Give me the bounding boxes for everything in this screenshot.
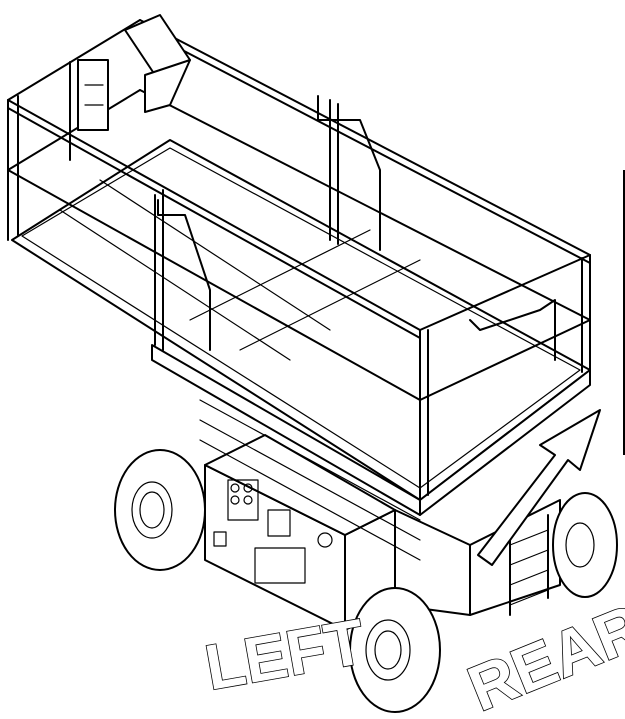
left-label: LEFT	[200, 605, 370, 704]
guardrail	[7, 19, 591, 501]
control-box	[77, 14, 191, 131]
wheel-rear-left	[349, 587, 441, 713]
wheel-front-left	[114, 449, 206, 571]
ladder	[509, 514, 549, 616]
arrow-up-right-icon	[477, 409, 601, 566]
wheel-rear-right	[552, 492, 618, 598]
platform-deck	[11, 139, 591, 516]
